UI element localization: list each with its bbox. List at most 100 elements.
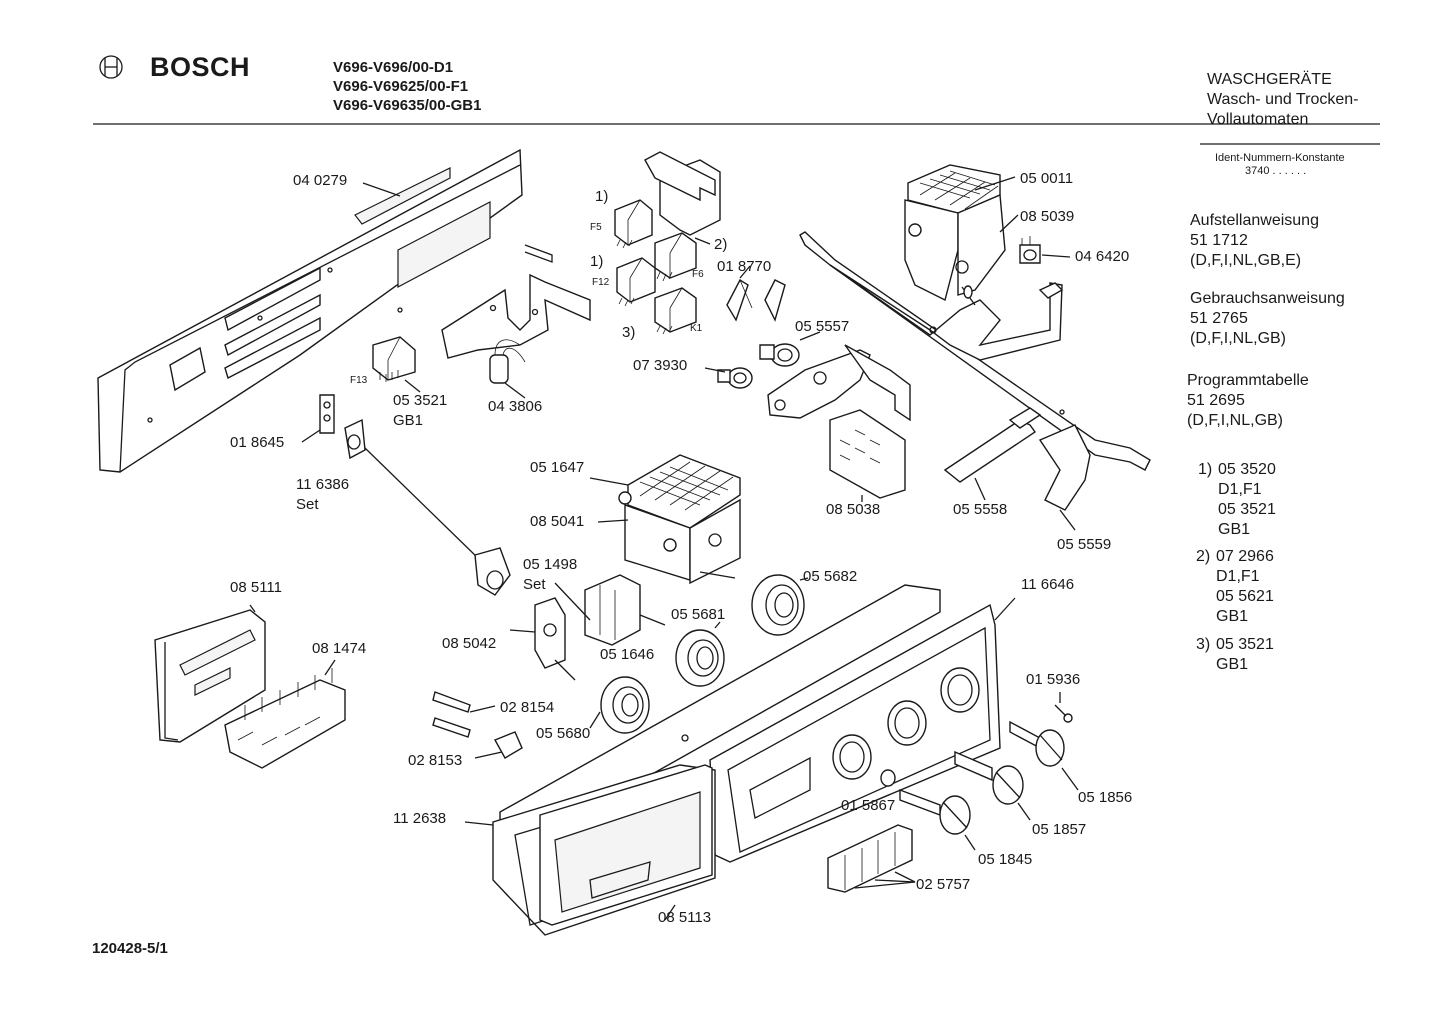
- push-button-set-part: [828, 825, 912, 892]
- sensor-part: [718, 344, 799, 388]
- clip-part: [727, 280, 785, 320]
- control-panel-part: [500, 585, 1000, 862]
- brand-name: BOSCH: [150, 52, 251, 82]
- part-label: 04 3806: [488, 398, 543, 415]
- connector-block-part: [830, 410, 905, 498]
- drawing-id: 120428-5/1: [92, 940, 168, 957]
- switch-ref: 2): [714, 236, 728, 253]
- part-label: 05 5681: [671, 606, 726, 623]
- relay-f6-part: [655, 233, 696, 281]
- part-label: 01 5867: [841, 797, 896, 814]
- switch-ref: K1: [690, 323, 703, 334]
- note-line: GB1: [1218, 521, 1251, 538]
- note-line: GB1: [1216, 608, 1249, 625]
- part-label: 05 5682: [803, 568, 858, 585]
- switch-ref: 1): [595, 188, 609, 205]
- part-label: 05 1647: [530, 459, 585, 476]
- knob-1857-part: [955, 752, 1023, 804]
- part-label: 05 5559: [1057, 536, 1112, 553]
- knob-5681-part: [676, 630, 724, 686]
- screw-part: [1055, 705, 1072, 722]
- knob-1856-part: [1010, 722, 1064, 766]
- part-label: 11 6386: [296, 476, 350, 493]
- part-label: 08 5039: [1020, 208, 1075, 225]
- part-label: 05 1857: [1032, 821, 1087, 838]
- part-label: 04 0279: [293, 172, 348, 189]
- bosch-logo-icon: [100, 56, 122, 78]
- capacitor-part: [490, 340, 525, 383]
- relay-f5-part: [615, 200, 652, 248]
- part-label: 05 1845: [978, 851, 1033, 868]
- document-title: Gebrauchsanweisung: [1190, 290, 1345, 307]
- part-label: 08 5038: [826, 501, 881, 518]
- note-line: D1,F1: [1218, 481, 1262, 498]
- part-label: 05 1498: [523, 556, 578, 573]
- model-number: V696-V69625/00-F1: [333, 78, 469, 95]
- switch-ref: F5: [590, 222, 602, 233]
- support-bar-part: [800, 232, 1150, 470]
- model-number: V696-V696/00-D1: [333, 59, 454, 76]
- note-line: 07 2966: [1216, 548, 1274, 565]
- bracket-5558-part: [945, 408, 1040, 482]
- part-label: 02 8153: [408, 752, 463, 769]
- category-line: WASCHGERÄTE: [1207, 71, 1332, 88]
- note-line: GB1: [1216, 656, 1249, 673]
- document-languages: (D,F,I,NL,GB,E): [1190, 252, 1302, 269]
- part-label: 08 5041: [530, 513, 585, 530]
- part-label: 11 2638: [393, 810, 447, 827]
- part-label: 01 5936: [1026, 671, 1081, 688]
- knob-5682-part: [752, 575, 804, 635]
- part-label: 02 5757: [916, 876, 971, 893]
- category-line: Wasch- und Trocken-: [1207, 91, 1359, 108]
- switch-ref: F12: [592, 277, 610, 288]
- document-languages: (D,F,I,NL,GB): [1187, 412, 1284, 429]
- document-title: Programmtabelle: [1187, 372, 1309, 389]
- part-label: 05 5557: [795, 318, 850, 335]
- document-number: 51 2695: [1187, 392, 1245, 409]
- part-label: 04 6420: [1075, 248, 1130, 265]
- document-title: Aufstellanweisung: [1190, 212, 1319, 229]
- note-mark: 1): [1198, 461, 1213, 478]
- hose-bracket-part: [1040, 425, 1090, 510]
- part-label: 08 5111: [230, 579, 282, 596]
- part-label: 08 1474: [312, 640, 367, 657]
- part-label: 05 1856: [1078, 789, 1133, 806]
- indicator-lamp-part: [881, 770, 895, 786]
- part-label: GB1: [393, 412, 424, 429]
- panel-frame-part: [155, 610, 265, 742]
- switch-ref: 3): [622, 324, 636, 341]
- small-switch-part: [1020, 236, 1040, 263]
- switch-ref: F13: [350, 375, 368, 386]
- potentiometer-part: [320, 395, 510, 595]
- note-line: 05 3520: [1218, 461, 1276, 478]
- part-label: 08 5113: [658, 909, 712, 926]
- knob-5680-part: [601, 677, 649, 733]
- part-label: Set: [523, 576, 546, 593]
- part-label: 07 3930: [633, 357, 688, 374]
- part-label: 05 1646: [600, 646, 655, 663]
- relay-k1-part: [655, 288, 696, 334]
- note-mark: 3): [1196, 636, 1211, 653]
- note-line: 05 3521: [1216, 636, 1274, 653]
- document-number: 51 2765: [1190, 310, 1248, 327]
- knob-1845-part: [900, 790, 970, 834]
- model-number: V696-V69635/00-GB1: [333, 97, 482, 114]
- category-line: Vollautomaten: [1207, 111, 1309, 128]
- switch-holder-part: [645, 152, 720, 235]
- part-label: 05 5680: [536, 725, 591, 742]
- part-label: 02 8154: [500, 699, 555, 716]
- note-line: 05 3521: [1218, 501, 1276, 518]
- part-label: 05 5558: [953, 501, 1008, 518]
- switch-ref: F6: [692, 269, 704, 280]
- ident-value: 3740 . . . . . .: [1245, 165, 1307, 177]
- part-label: 01 8770: [717, 258, 772, 275]
- part-label: 08 5042: [442, 635, 497, 652]
- selector-switch-part: [535, 575, 665, 680]
- terminal-block-part: [225, 668, 345, 768]
- ident-title: Ident-Nummern-Konstante: [1215, 152, 1345, 164]
- bracket-part: [442, 245, 590, 358]
- switch-ref: 1): [590, 253, 604, 270]
- relay-f13-part: [373, 337, 415, 382]
- rear-panel-part: [98, 150, 522, 472]
